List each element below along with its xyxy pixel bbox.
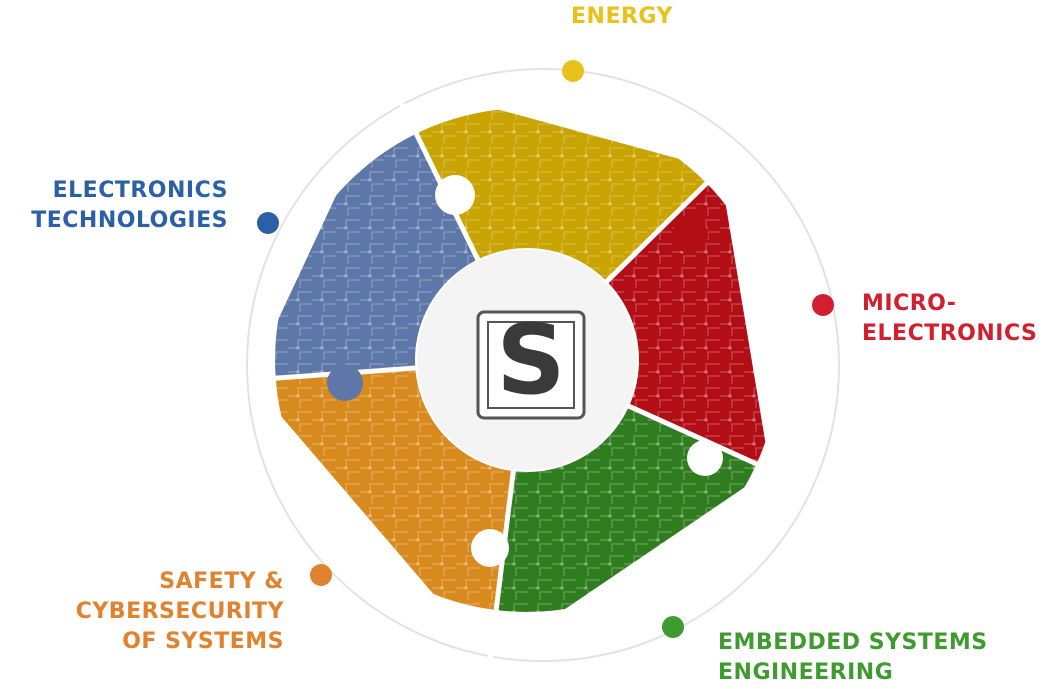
label-microelectronics: MICRO- ELECTRONICS <box>862 289 1037 349</box>
label-safety-line-2: CYBERSECURITY <box>75 599 284 624</box>
label-safety-cybersecurity: SAFETY & CYBERSECURITY OF SYSTEMS <box>60 567 284 657</box>
label-elec-line-1: ELECTRONICS <box>52 178 228 203</box>
label-embedded-line-2: ENGINEERING <box>718 660 894 685</box>
label-safety-line-1: SAFETY & <box>159 569 284 594</box>
label-safety-line-3: OF SYSTEMS <box>122 629 284 654</box>
label-micro-line-2: ELECTRONICS <box>862 321 1038 346</box>
label-embedded-systems: EMBEDDED SYSTEMS ENGINEERING <box>718 628 988 688</box>
label-energy-line-1: ENERGY <box>571 4 673 29</box>
label-electronics-technologies: ELECTRONICS TECHNOLOGIES <box>12 176 228 236</box>
label-micro-line-1: MICRO- <box>862 291 957 316</box>
dot-safety-cybersecurity <box>310 564 332 586</box>
logo-letter: S <box>496 304 565 416</box>
label-embedded-line-1: EMBEDDED SYSTEMS <box>718 630 988 655</box>
dot-energy <box>562 60 584 82</box>
dot-microelectronics <box>812 294 834 316</box>
label-elec-line-2: TECHNOLOGIES <box>31 208 228 233</box>
center-logo: S <box>417 250 637 470</box>
label-energy: ENERGY <box>571 2 673 32</box>
dot-embedded-systems <box>662 616 684 638</box>
dot-electronics-technologies <box>257 212 279 234</box>
puzzle-tabs <box>327 175 723 567</box>
